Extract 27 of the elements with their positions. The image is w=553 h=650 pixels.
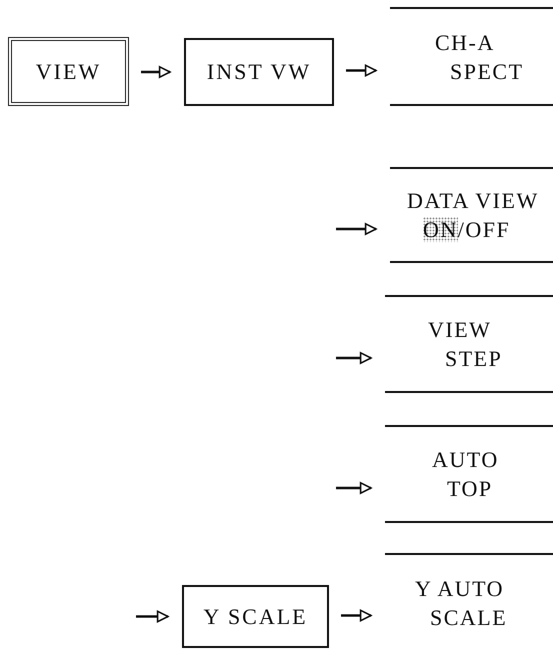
arrow (136, 610, 169, 622)
softkey-label: DATA VIEW (406, 187, 540, 215)
softkey-label-area (390, 7, 553, 106)
key-box (182, 585, 329, 648)
key-label: Y SCALE (203, 604, 308, 630)
key-box (8, 37, 129, 106)
softkey-label: ON/OFF (422, 216, 512, 244)
softkey-label: Y AUTO (414, 574, 506, 602)
softkey-label: SCALE (429, 604, 508, 632)
softkey-label-area (385, 295, 553, 393)
key-label: VIEW (36, 58, 102, 84)
key-label: INST VW (206, 59, 312, 85)
softkey-label: SPECT (449, 58, 525, 86)
softkey-label: VIEW (427, 316, 492, 344)
arrow (141, 66, 171, 78)
arrow (336, 352, 372, 364)
softkey-label: CH-A (434, 28, 496, 56)
softkey-label: AUTO (431, 446, 500, 474)
arrow (336, 482, 372, 494)
arrow (341, 610, 372, 622)
arrow (336, 223, 377, 235)
arrow (346, 64, 377, 76)
key-box (184, 38, 334, 106)
softkey-label-area (390, 167, 553, 263)
softkey-label-area (385, 425, 553, 523)
softkey-label: TOP (446, 475, 494, 503)
softkey-label: STEP (444, 345, 504, 373)
